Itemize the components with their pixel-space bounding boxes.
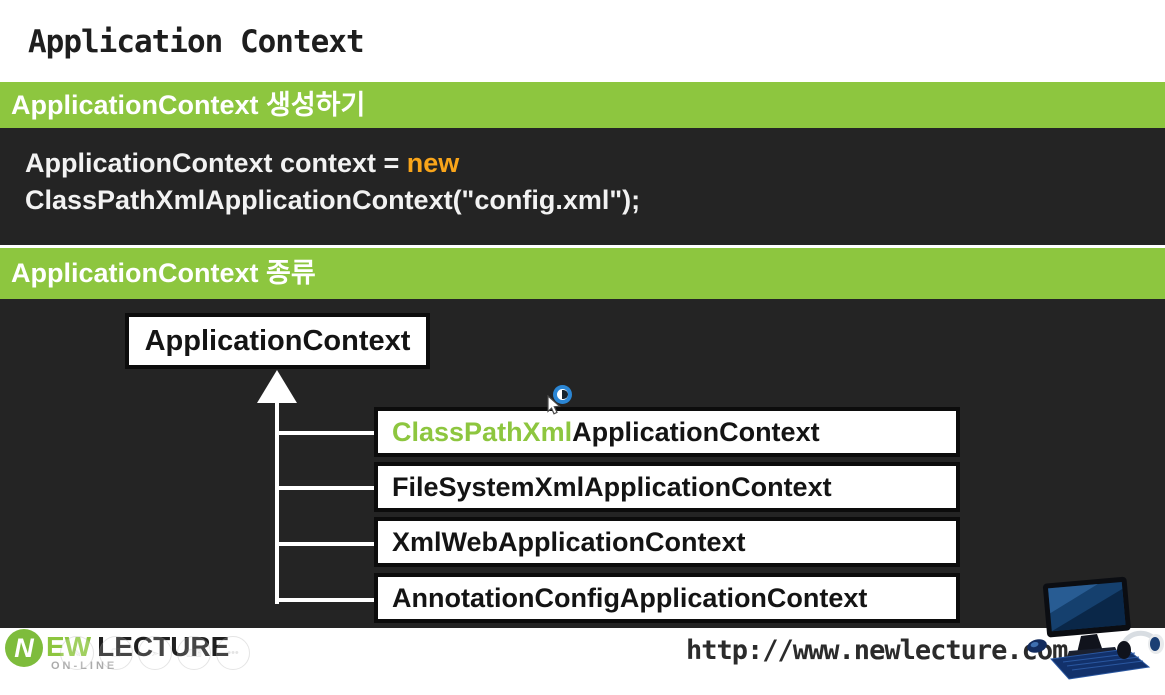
connector-line [277,542,375,546]
section-header-kinds: ApplicationContext 종류 [0,248,1165,299]
connector-line [277,598,375,602]
logo-n-icon: N [5,629,43,667]
mouse-cursor [545,381,585,421]
child-class-box-classpathxml: ClassPathXmlApplicationContext [374,407,960,457]
code-line-2: ClassPathXmlApplicationContext("config.x… [25,185,641,215]
pages-icon[interactable]: ❐ [99,636,133,670]
page-title: Application Context [28,24,365,60]
inheritance-line [275,401,279,604]
overlay-toolbar: ✎ ❐ ➣ ⌨ ••• [60,636,250,670]
click-indicator-icon [553,385,572,404]
pointer-icon[interactable]: ➣ [138,636,172,670]
inheritance-arrow-icon [257,370,297,403]
child-class-box-xmlweb: XmlWebApplicationContext [374,517,960,567]
connector-line [277,486,375,490]
keyword-new: new [406,148,460,178]
connector-line [277,431,375,435]
cursor-arrow-icon [547,395,561,415]
footer: N EWLECTURE ON-LINE ✎ ❐ ➣ ⌨ ••• http://w… [0,576,1165,695]
computer-illustration [1027,576,1164,680]
class-hierarchy-diagram: ApplicationContext ClassPathXmlApplicati… [0,299,1165,628]
keyboard-icon[interactable]: ⌨ [177,636,211,670]
code-snippet: ApplicationContext context = new ClassPa… [0,128,1165,245]
child-class-box-annotationconfig: AnnotationConfigApplicationContext [374,573,960,623]
parent-class-box: ApplicationContext [125,313,430,369]
pencil-icon[interactable]: ✎ [60,636,94,670]
child-class-box-filesystemxml: FileSystemXmlApplicationContext [374,462,960,512]
more-icon[interactable]: ••• [216,636,250,670]
website-url: http://www.newlecture.com [686,635,1068,666]
highlighted-prefix: ClassPathXml [392,417,573,447]
section-header-create: ApplicationContext 생성하기 [0,82,1165,128]
code-line-1: ApplicationContext context = new [25,148,460,178]
